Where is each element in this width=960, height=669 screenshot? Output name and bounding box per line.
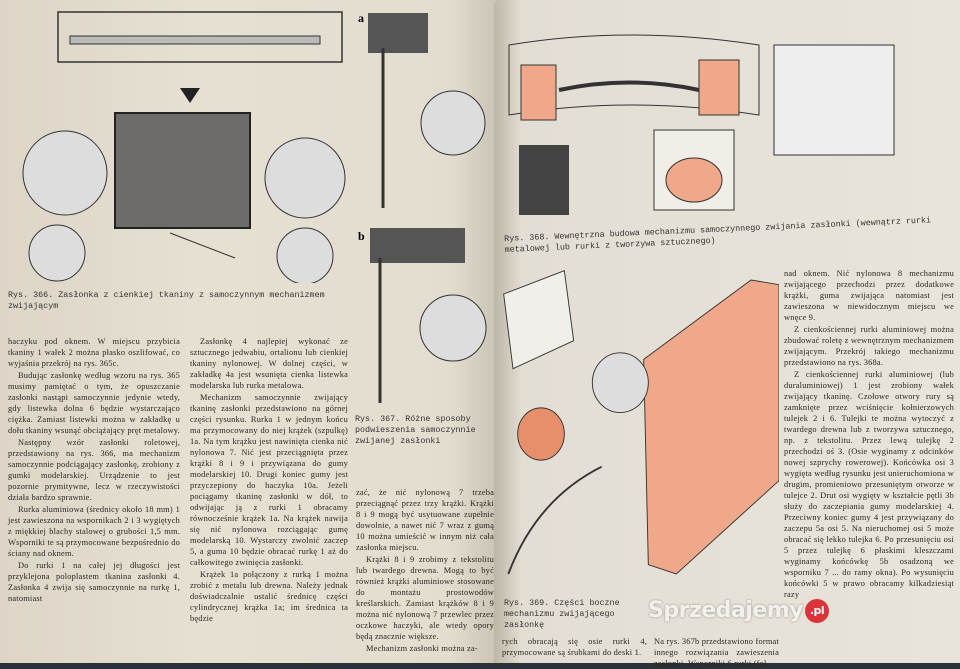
- fig367-caption: Rys. 367. Różne sposoby podwieszenia sam…: [355, 414, 476, 446]
- paragraph: Krążki 8 i 9 zrobimy z tekstolitu lub tw…: [356, 555, 494, 641]
- text-column-3: zać, że nić nylonową 7 trzeba przeciągną…: [356, 487, 494, 655]
- watermark-text: Sprzedajemy: [648, 598, 804, 623]
- text-column-2: Zasłonkę 4 najlepiej wykonać ze sztuczne…: [190, 336, 348, 625]
- fig369-illustration: [503, 270, 779, 575]
- paragraph: zać, że nić nylonową 7 trzeba przeciągną…: [356, 488, 494, 552]
- paragraph: haczyku pod oknem. W miejscu przybicia t…: [8, 337, 180, 368]
- paragraph: nad oknem. Nić nylonowa 8 mechanizmu zwi…: [784, 269, 954, 322]
- paragraph: Mechanizm samoczynnie zwijający tkaninę …: [190, 393, 348, 567]
- bottom-text-mid: Na rys. 367b przedstawiono format innego…: [654, 637, 779, 668]
- paragraph: Do rurki 1 na całej jej długości jest pr…: [8, 561, 180, 603]
- fig369-caption: Rys. 369. Części boczne mechanizmu zwija…: [504, 598, 620, 630]
- paragraph: Zasłonkę 4 najlepiej wykonać ze sztuczne…: [190, 337, 348, 390]
- svg-text:a: a: [358, 11, 364, 25]
- paragraph: Rurka aluminiowa (średnicy około 18 mm) …: [8, 505, 180, 558]
- watermark-badge: .pl: [805, 599, 829, 623]
- fig366-illustration: [22, 11, 346, 283]
- left-page: a b Rys. 366. Zasłonka z cienkiej tkanin…: [0, 0, 500, 663]
- right-page: Rys. 368. Wewnętrzna budowa mechanizmu s…: [494, 0, 960, 668]
- paragraph: Z cienkościennej rurki aluminiowej (lub …: [784, 370, 954, 599]
- bottom-text-left: rych obracają się osie rurki 4, przymoco…: [502, 637, 647, 657]
- text-column-right: nad oknem. Nić nylonowa 8 mechanizmu zwi…: [784, 268, 954, 601]
- paragraph: Mechanizm zasłonki można za-: [366, 644, 478, 653]
- paragraph: Budując zasłonkę według wzoru na rys. 36…: [8, 371, 180, 435]
- fig366-caption: Rys. 366. Zasłonka z cienkiej tkaniny z …: [8, 290, 325, 311]
- fig367-illustration: a b: [358, 11, 487, 403]
- paragraph: Z cienkościennej rurki aluminiowej można…: [784, 325, 954, 367]
- fig368-illustration: [508, 34, 895, 215]
- svg-text:b: b: [358, 229, 365, 243]
- paragraph: Następny wzór zasłonki roletowej, przeds…: [8, 438, 180, 502]
- text-column-1: haczyku pod oknem. W miejscu przybicia t…: [8, 336, 180, 605]
- watermark-logo: Sprzedajemy.pl: [648, 598, 829, 623]
- paragraph: Krążek 1a połączony z rurką 1 można zrob…: [190, 570, 348, 623]
